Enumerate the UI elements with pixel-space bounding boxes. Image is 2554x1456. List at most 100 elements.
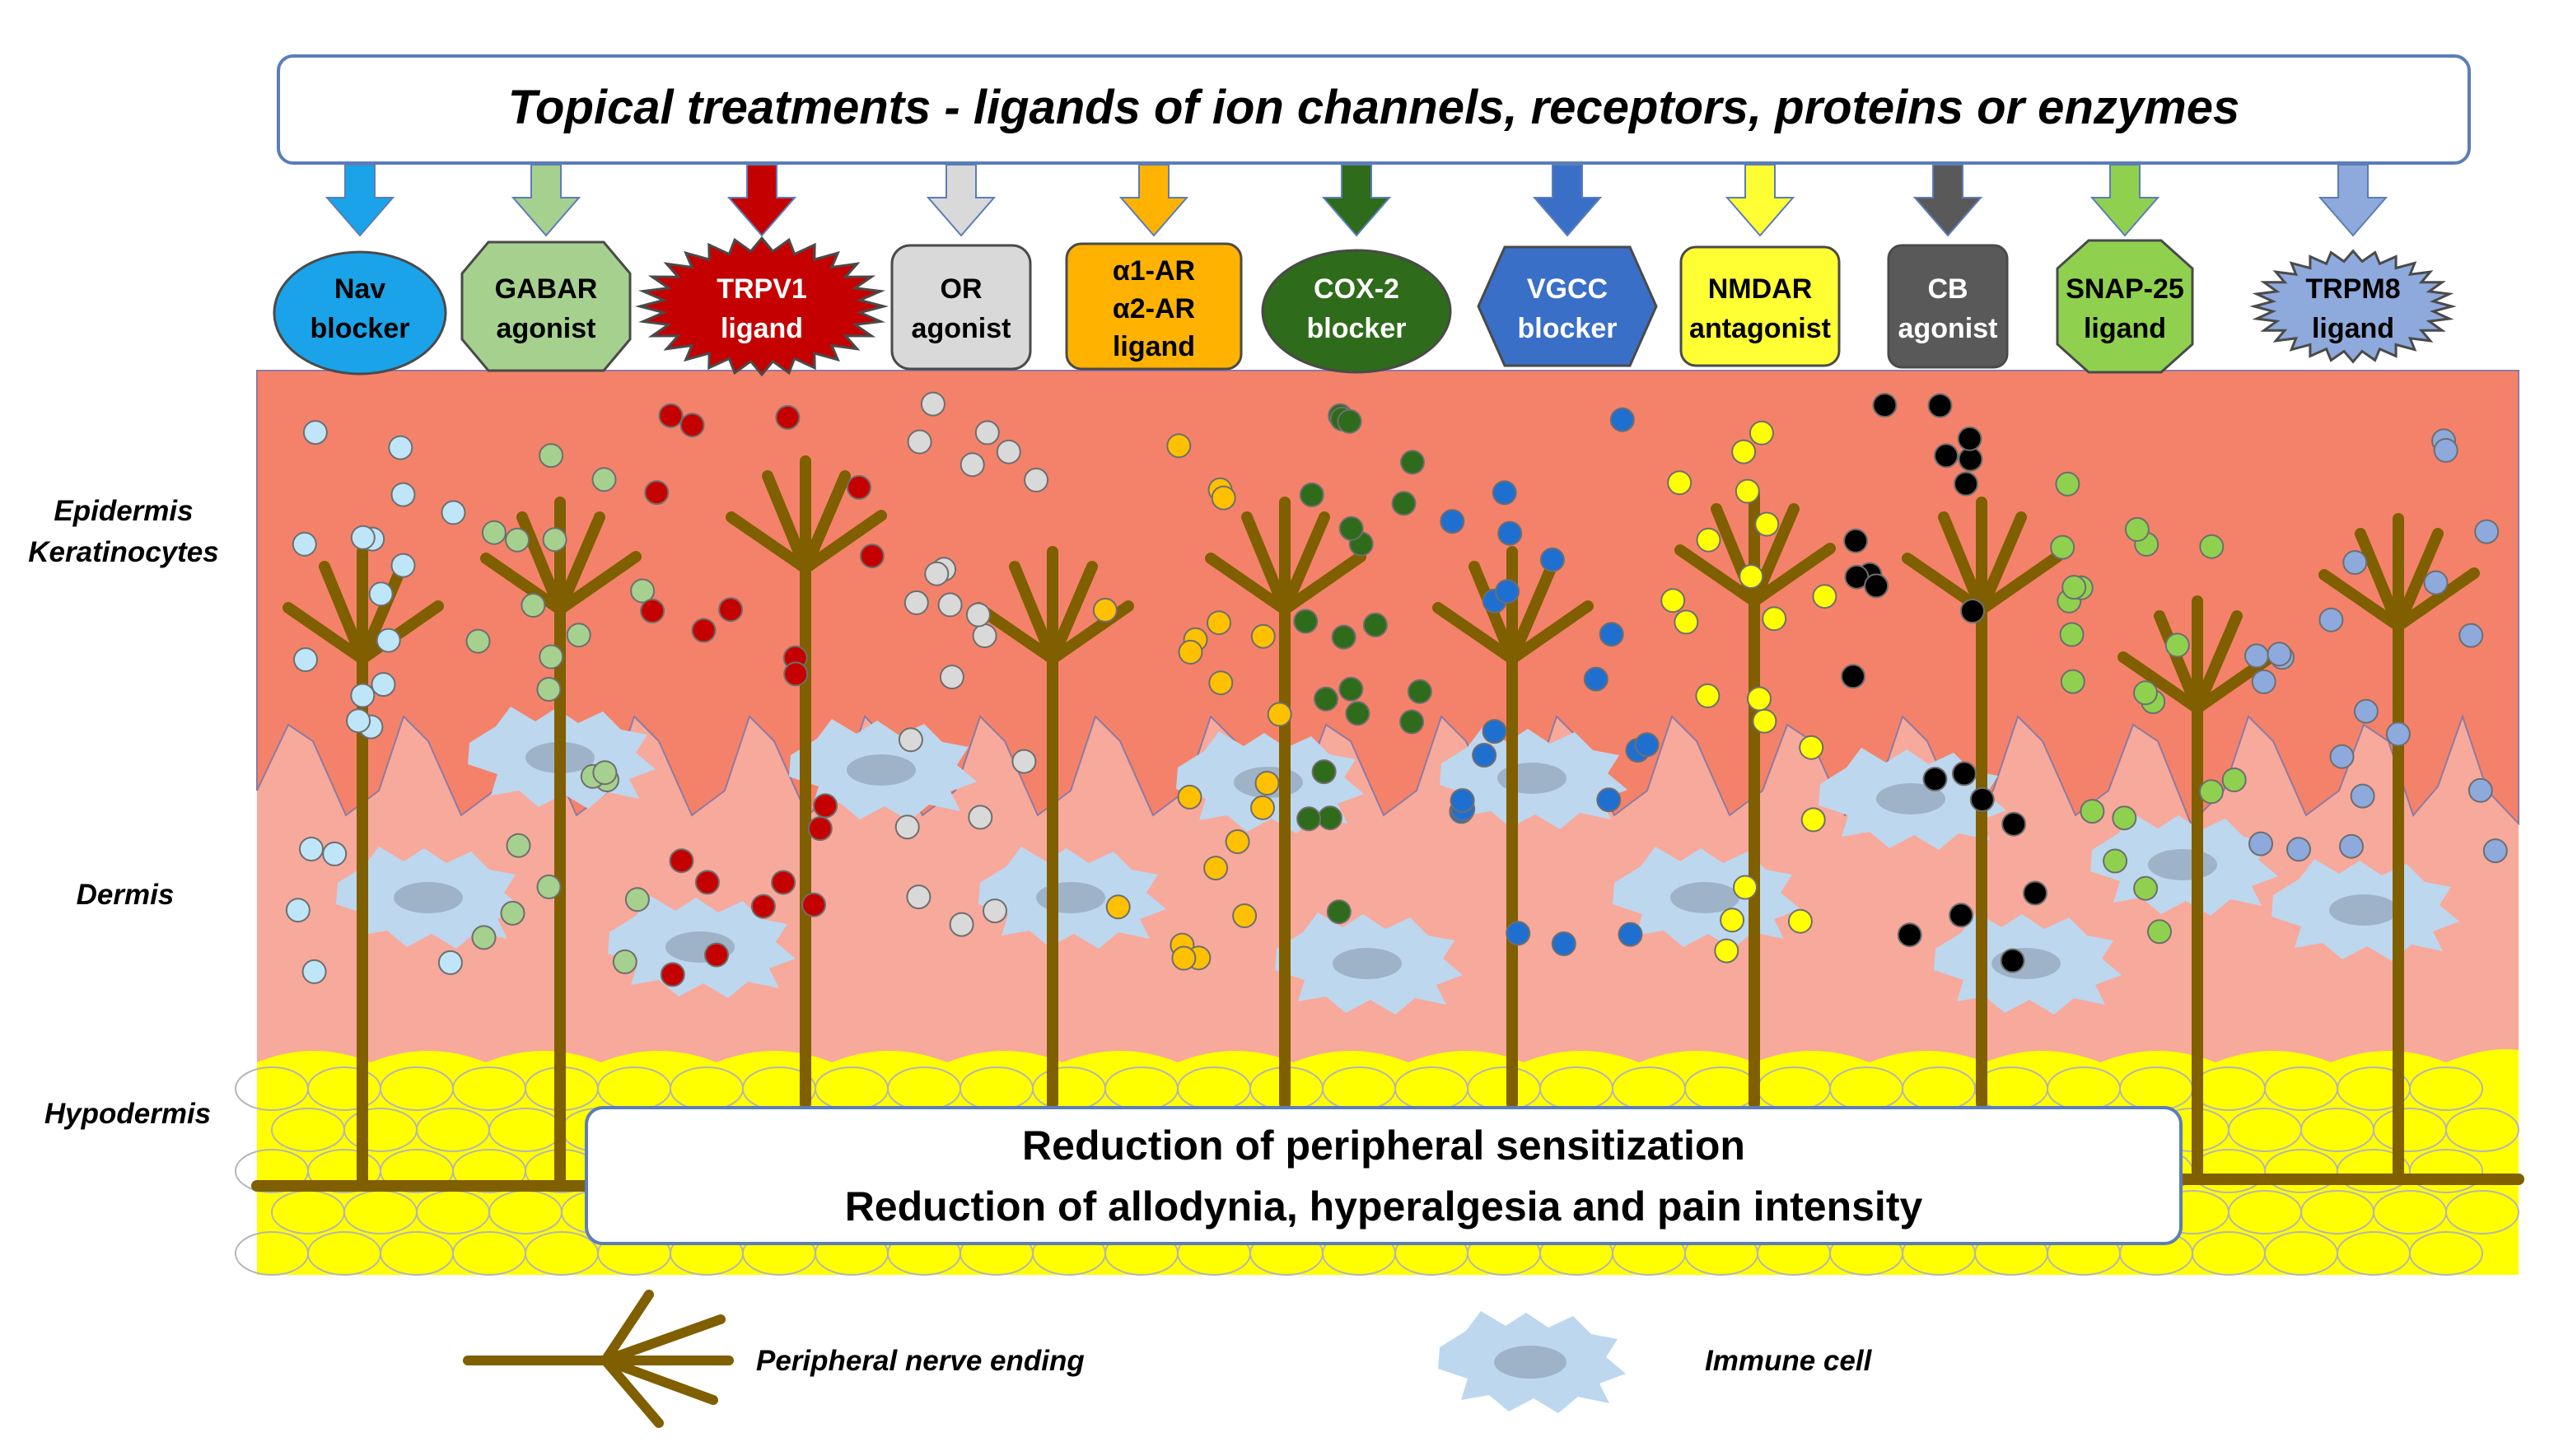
treatment-or-label: agonist (912, 313, 1011, 344)
molecule-ar (1267, 702, 1292, 727)
molecule-trpv1 (694, 870, 720, 895)
molecule-trpm8 (2350, 783, 2375, 809)
molecule-snap25 (2133, 680, 2158, 706)
treatment-or-label: OR (941, 273, 983, 305)
molecule-vgcc (1609, 407, 1635, 432)
molecule-cb (1949, 903, 1974, 928)
molecule-or (949, 912, 974, 937)
molecule-cb (1951, 761, 1977, 786)
molecule-trpm8 (2329, 744, 2355, 769)
molecule-or (965, 602, 991, 628)
molecule-trpm8 (2482, 838, 2508, 864)
immune-cell (1613, 847, 1800, 949)
molecule-vgcc (1596, 787, 1622, 813)
molecule-snap25 (2080, 799, 2105, 824)
molecule-trpv1 (813, 793, 838, 819)
molecule-ar (1207, 610, 1231, 636)
molecule-cb (1960, 599, 1985, 623)
molecule-vgcc (1472, 743, 1497, 768)
molecule-trpv1 (718, 597, 744, 623)
molecule-nmdar (1752, 708, 1777, 734)
title-text: Topical treatments - ligands of ion chan… (508, 81, 2239, 134)
treatment-trpm8-arrow-icon (2318, 164, 2388, 237)
molecule-trpm8 (2474, 519, 2500, 544)
molecule-trpv1 (847, 474, 871, 500)
molecule-nmdar (1739, 564, 1764, 589)
result-box: Reduction of peripheral sensitization Re… (585, 1106, 2183, 1245)
molecule-vgcc (1618, 922, 1643, 947)
molecule-cb (1872, 393, 1898, 418)
molecule-nav (368, 581, 394, 607)
molecule-or (937, 592, 963, 618)
legend-immune-symbol (1438, 1311, 1626, 1413)
legend-nerve-label: Peripheral nerve ending (756, 1345, 1085, 1377)
molecule-or (983, 898, 1007, 924)
molecule-snap25 (2112, 805, 2137, 831)
molecule-snap25 (2103, 848, 2128, 874)
legend-nerve-symbol (463, 1290, 734, 1428)
molecule-nav (322, 841, 348, 866)
molecule-nav (302, 420, 328, 446)
molecule-cox2 (1400, 450, 1425, 475)
molecule-ar (1177, 784, 1202, 810)
molecule-ar (1105, 894, 1131, 920)
treatment-trpm8-shape (2249, 249, 2457, 364)
molecule-or (960, 452, 985, 478)
molecule-ar (1166, 433, 1192, 459)
treatment-snap25-shape (2056, 239, 2194, 374)
treatment-trpm8-label: TRPM8 (2305, 273, 2400, 305)
molecule-gabar (536, 677, 562, 702)
molecule-trpm8 (2339, 833, 2364, 859)
molecule-trpm8 (2468, 777, 2493, 803)
molecule-ar (1203, 856, 1229, 881)
treatment-cox2-shape (1261, 249, 1452, 374)
molecule-nav (346, 708, 371, 734)
molecule-nav (285, 898, 310, 923)
molecule-cox2 (1345, 701, 1370, 726)
molecule-cox2 (1293, 609, 1319, 634)
treatment-nav-label: blocker (310, 313, 410, 344)
treatment-nmdar-shape (1679, 245, 1841, 367)
molecule-trpm8 (2423, 570, 2449, 595)
molecule-vgcc (1551, 931, 1576, 956)
molecule-snap25 (2060, 669, 2085, 694)
molecule-nav (390, 553, 416, 578)
treatment-gabar-shape (460, 240, 632, 372)
molecule-vgcc (1583, 666, 1609, 692)
immune-cell (1275, 912, 1463, 1015)
ligand-molecules (285, 391, 2508, 987)
molecule-cox2 (1337, 408, 1362, 434)
molecule-vgcc (1450, 788, 1475, 814)
treatment-cb-label: CB (1927, 273, 1968, 305)
molecule-or (939, 665, 964, 690)
molecule-nmdar (1787, 908, 1813, 934)
molecule-or (968, 805, 993, 830)
treatment-snap25-label: ligand (2084, 313, 2166, 344)
result-line-2: Reduction of allodynia, hyperalgesia and… (845, 1183, 1923, 1230)
treatment-cox2-label: COX-2 (1314, 273, 1399, 305)
molecule-cb (1841, 664, 1865, 689)
treatment-trpv1-label: ligand (721, 313, 803, 344)
molecule-trpv1 (807, 816, 833, 842)
molecule-snap25 (2055, 471, 2080, 497)
fat-cell (2445, 1108, 2519, 1152)
molecule-ar (1232, 903, 1258, 928)
molecule-gabar (521, 593, 546, 618)
molecule-vgcc (1495, 579, 1520, 604)
molecule-cb (1922, 767, 1948, 791)
molecule-cb (1969, 786, 1995, 812)
treatment-ar-label: ligand (1113, 331, 1195, 362)
molecule-cox2 (1314, 686, 1338, 712)
molecule-trpv1 (775, 404, 801, 430)
molecule-cox2 (1331, 624, 1356, 650)
treatment-ar-arrow-icon (1118, 164, 1189, 237)
molecule-snap25 (2164, 632, 2190, 658)
molecule-trpv1 (658, 403, 684, 428)
